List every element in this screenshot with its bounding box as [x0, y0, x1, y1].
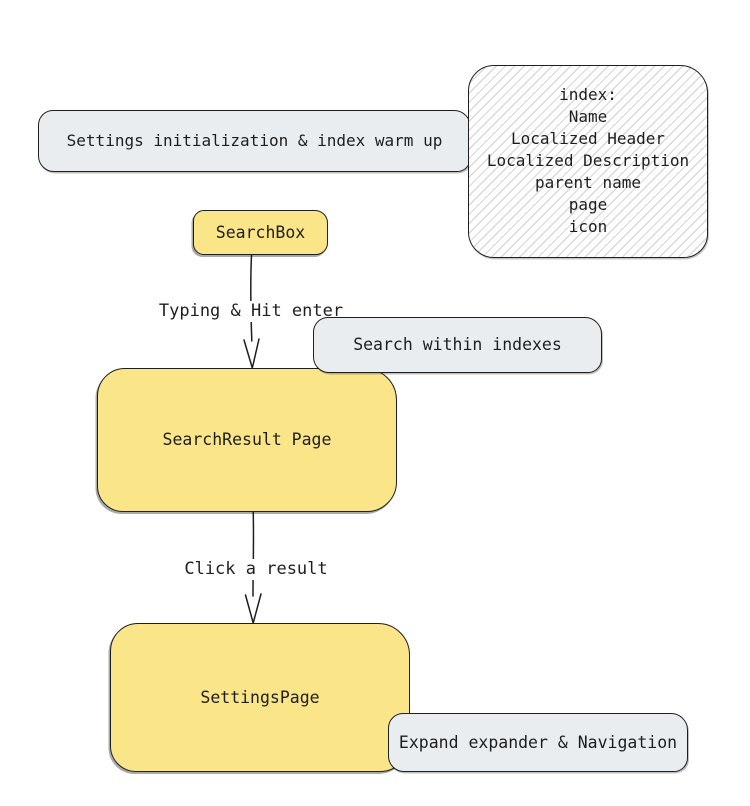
node-label: SearchResult Page — [162, 430, 332, 449]
node-searchbox: SearchBox — [193, 210, 328, 255]
index-line: Localized Description — [486, 151, 690, 170]
index-line: Name — [568, 107, 608, 126]
node-settingspage: SettingsPage — [110, 623, 410, 772]
node-label: Search within indexes — [353, 335, 562, 354]
index-line: page — [568, 195, 608, 214]
edge-label-click-a-result: Click a result — [181, 559, 331, 580]
node-label: Settings initialization & index warm up — [66, 131, 443, 150]
node-search-within-indexes: Search within indexes — [313, 317, 602, 373]
node-settings-initialization: Settings initialization & index warm up — [38, 110, 471, 172]
node-expand-expander-navigation: Expand expander & Navigation — [388, 713, 688, 772]
node-label: SettingsPage — [200, 687, 320, 707]
index-line: Localized Header — [510, 129, 666, 148]
node-searchresult-page: SearchResult Page — [97, 368, 397, 512]
node-label: SearchBox — [215, 222, 306, 242]
node-index-details: index: Name Localized Header Localized D… — [468, 65, 708, 258]
index-line: parent name — [535, 173, 641, 192]
index-line: index: — [559, 85, 617, 104]
index-line: icon — [568, 217, 608, 236]
edge-label-typing-hit-enter: Typing & Hit enter — [155, 301, 347, 322]
node-label: Expand expander & Navigation — [398, 732, 678, 752]
